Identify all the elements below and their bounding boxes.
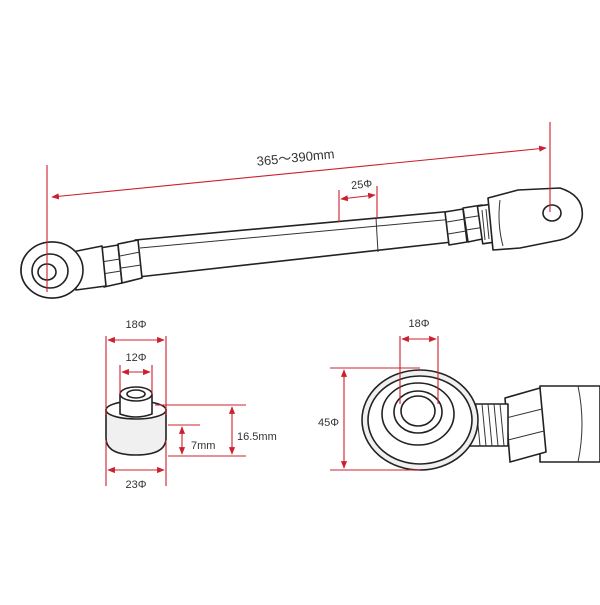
tube-diameter-dimension: 25Φ (338, 178, 378, 222)
right-ring (444, 208, 468, 246)
tube-highlight (139, 217, 466, 249)
detail-tube-stub (539, 385, 600, 463)
collar-detail: 18Φ 12Φ 23Φ 16.5mm 7mm (105, 319, 277, 491)
left-ring (117, 239, 143, 284)
tube-marker-line (375, 217, 379, 253)
collar-outer-top-label: 18Φ (125, 319, 146, 331)
overall-length-label: 365～390mm (256, 146, 335, 169)
rod-end-outer-label: 45Φ (318, 417, 339, 429)
rod-end-inner-label: 18Φ (408, 318, 429, 330)
tube-diameter-line (340, 192, 376, 202)
detail-hex-nut (504, 387, 547, 463)
collar-inner-label: 12Φ (125, 352, 146, 364)
tube-diameter-label: 25Φ (351, 178, 373, 192)
arm-assembly (20, 187, 584, 299)
detail-ball-bore (400, 395, 436, 427)
clevis-hole (542, 204, 562, 222)
right-clevis (487, 187, 584, 251)
collar-height-total-label: 16.5mm (237, 431, 277, 443)
collar-base-label: 23Φ (125, 479, 146, 491)
collar-bore (126, 389, 146, 399)
rod-end-detail: 18Φ 45Φ (318, 318, 600, 471)
overall-length-line (51, 145, 547, 200)
collar-step-height-label: 7mm (191, 440, 215, 452)
